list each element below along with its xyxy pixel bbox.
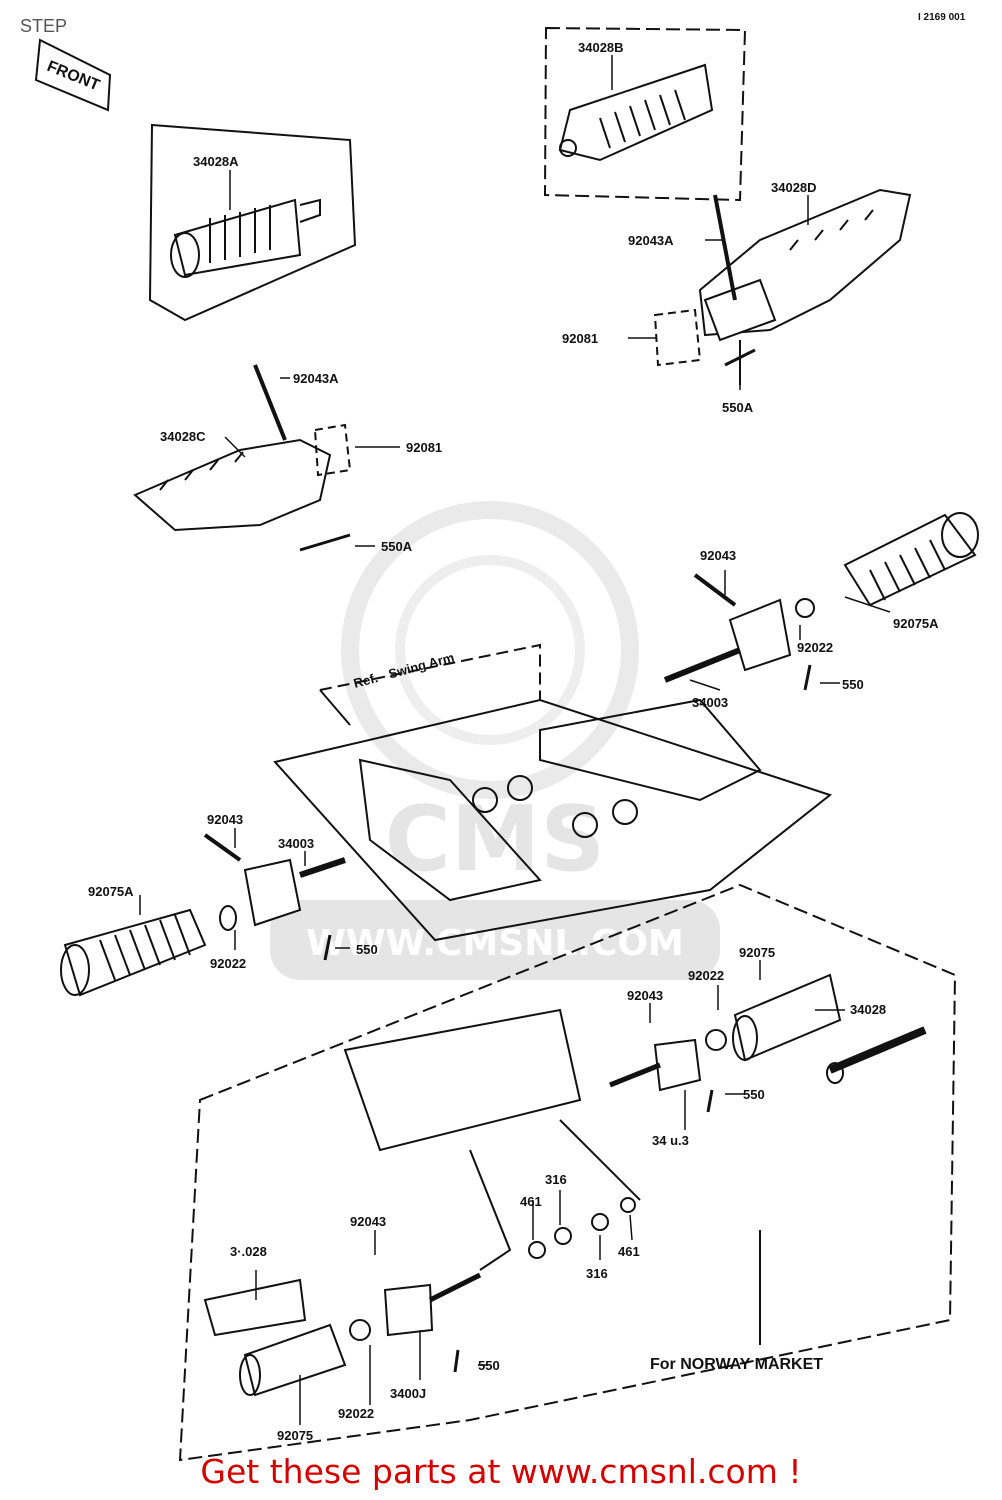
label-550A-right: 550A — [722, 400, 754, 415]
label-34003-left: 34003 — [278, 836, 314, 851]
bracket-34028D — [653, 188, 912, 385]
label-34028-bottom: 3·.028 — [230, 1244, 267, 1259]
footer-promo-link[interactable]: Get these parts at www.cmsnl.com ! — [200, 1452, 802, 1491]
diagram-code: I 2169 001 — [918, 12, 966, 23]
footpeg-34028A — [148, 123, 357, 322]
norway-market-label: For NORWAY MARKET — [650, 1356, 823, 1373]
label-550-bottom: 550 — [478, 1358, 500, 1373]
front-tag: FRONT — [34, 38, 112, 112]
label-92081-left: 92081 — [406, 440, 442, 455]
label-92075A-right: 92075A — [893, 616, 939, 631]
label-92043A-right: 92043A — [628, 233, 674, 248]
label-34028B: 34028B — [578, 40, 624, 55]
label-550-right: 550 — [743, 1087, 765, 1102]
label-92022-top: 92022 — [797, 640, 833, 655]
label-92081-right: 92081 — [562, 331, 598, 346]
label-92043-top: 92043 — [700, 548, 736, 563]
label-461-b: 461 — [618, 1244, 640, 1259]
label-34003-bottom: 3400J — [390, 1386, 426, 1401]
footpeg-92075A-right — [663, 512, 979, 691]
label-92075-bottom: 92075 — [277, 1428, 313, 1443]
label-34003-top: 34003 — [692, 695, 728, 710]
label-34028A: 34028A — [193, 154, 239, 169]
label-550-left: 550 — [356, 942, 378, 957]
label-316-a: 316 — [545, 1172, 567, 1187]
footpeg-34028B — [543, 26, 747, 202]
label-92043A-left: 92043A — [293, 371, 339, 386]
label-550-top: 550 — [842, 677, 864, 692]
label-34003-right: 34 u.3 — [652, 1133, 689, 1148]
label-34028-right: 34028 — [850, 1002, 886, 1017]
label-92075-right: 92075 — [739, 945, 775, 960]
leader-lines — [139, 55, 891, 1425]
label-92075A-left: 92075A — [88, 884, 134, 899]
label-92043-bottom: 92043 — [350, 1214, 386, 1229]
label-92022-bottom: 92022 — [338, 1406, 374, 1421]
label-34028C: 34028C — [160, 429, 206, 444]
label-92022-right: 92022 — [688, 968, 724, 983]
label-550A-left: 550A — [381, 539, 413, 554]
swing-arm-ref — [273, 643, 833, 942]
label-316-b: 316 — [586, 1266, 608, 1281]
norway-market-box — [178, 883, 957, 1462]
label-92043-left: 92043 — [207, 812, 243, 827]
label-92043-right: 92043 — [627, 988, 663, 1003]
footpeg-92075A-left — [60, 833, 346, 997]
label-92022-left: 92022 — [210, 956, 246, 971]
label-461-a: 461 — [520, 1194, 542, 1209]
label-34028D: 34028D — [771, 180, 817, 195]
bracket-34028C — [133, 364, 352, 552]
watermark: CMS WWW.CMSNL.COM — [270, 501, 720, 980]
diagram-title: STEP — [20, 16, 68, 36]
watermark-logo: CMS — [385, 787, 605, 892]
